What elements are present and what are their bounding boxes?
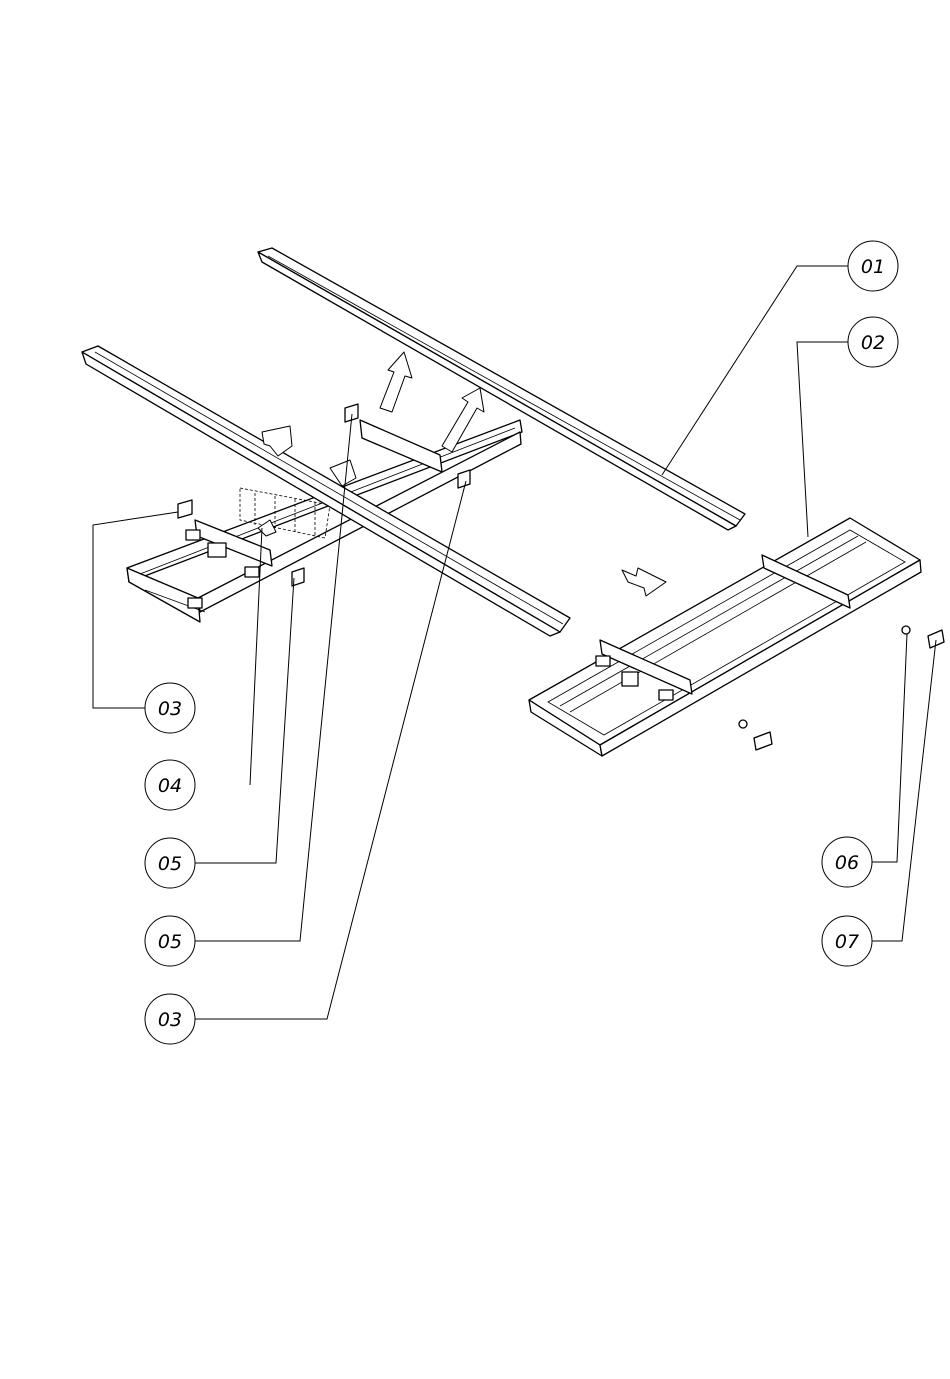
balloon-07: 07 <box>822 916 872 966</box>
balloon-06: 06 <box>822 837 872 887</box>
balloon-03-left: 03 <box>145 683 195 733</box>
arrow-up-1 <box>380 352 412 412</box>
balloon-05-lower: 05 <box>145 916 195 966</box>
right-frame-front-rail <box>529 518 920 745</box>
left-frame-assembly <box>127 420 522 622</box>
balloon-label: 02 <box>861 332 885 354</box>
balloon-01: 01 <box>848 241 898 291</box>
balloon-05-upper: 05 <box>145 838 195 888</box>
balloon-label: 06 <box>835 852 859 874</box>
balloon-02: 02 <box>848 317 898 367</box>
balloon-label: 01 <box>861 256 885 278</box>
left-block <box>208 543 226 557</box>
arrow-right-flow <box>622 568 666 596</box>
balloon-label: 03 <box>158 1009 182 1031</box>
balloon-label: 03 <box>158 698 182 720</box>
balloon-label: 04 <box>158 775 182 797</box>
balloon-03-lower: 03 <box>145 994 195 1044</box>
left-frame-end <box>127 568 200 622</box>
leader-lines <box>93 266 936 1019</box>
balloon-label: 05 <box>158 931 182 953</box>
right-frame-assembly <box>529 518 921 756</box>
balloon-04: 04 <box>145 760 195 810</box>
balloon-label: 07 <box>835 931 859 953</box>
balloon-label: 05 <box>158 853 182 875</box>
